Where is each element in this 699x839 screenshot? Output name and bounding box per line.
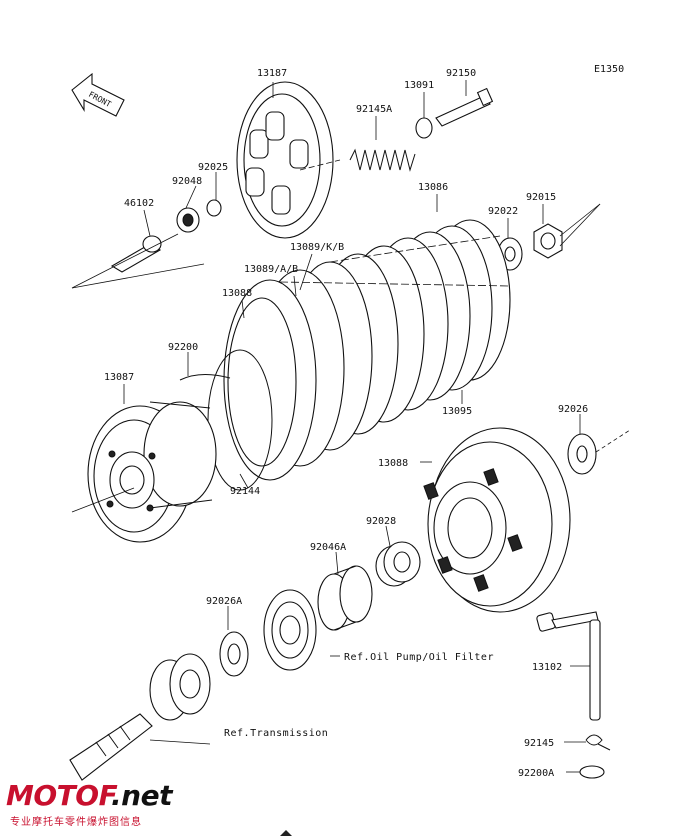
label-92048: 92048 [172,176,202,187]
thrust-washer [219,631,249,677]
lever-spring [585,734,611,751]
front-arrow-icon: FRONT [71,72,125,117]
clutch-plate-pack [223,219,511,481]
clutch-nut [533,223,563,259]
label-13089kb: 13089/K/B [290,242,344,253]
label-13088-mid: 13088 [378,458,408,469]
clutch-housing [423,427,571,613]
label-13091: 13091 [404,80,434,91]
label-92145: 92145 [524,738,554,749]
label-92144: 92144 [230,486,260,497]
label-92150: 92150 [446,68,476,79]
label-13102: 13102 [532,662,562,673]
wire-ring [179,349,273,491]
label-92022: 92022 [488,206,518,217]
pushrod-piece [110,235,162,273]
label-13089ab: 13089/A/B [244,264,298,275]
scroll-up-marker-icon [280,830,292,836]
label-92145a: 92145A [356,104,392,115]
watermark-brand-suffix: .net [111,779,172,812]
pressure-plate [236,81,334,239]
release-lever [536,611,601,721]
site-watermark-logo: MOTOF.net 专业摩托车零件爆炸图信息 [6,779,206,829]
label-92026: 92026 [558,404,588,415]
label-13095: 13095 [442,406,472,417]
label-92028: 92028 [366,516,396,527]
housing-washer [567,433,597,475]
clutch-hub [87,401,217,543]
lever-washer [579,765,605,779]
needle-bearing [317,565,373,631]
label-92025: 92025 [198,162,228,173]
diagram-code: E1350 [594,64,624,75]
spring-washer [415,117,433,139]
label-92026a: 92026A [206,596,242,607]
label-13088-top: 13088 [222,288,252,299]
label-92046a: 92046A [310,542,346,553]
shaft-bearing [149,653,211,721]
label-13087: 13087 [104,372,134,383]
clutch-spring [349,148,416,172]
label-13187: 13187 [257,68,287,79]
watermark-tagline: 专业摩托车零件爆炸图信息 [10,817,142,828]
label-46102: 46102 [124,198,154,209]
label-92200: 92200 [168,342,198,353]
label-92200a: 92200A [518,768,554,779]
housing-spacer [375,541,421,587]
label-92015: 92015 [526,192,556,203]
oil-pump-drive-gear [263,589,317,671]
ref-transmission: Ref.Transmission [224,728,328,739]
spring-bolt [435,87,494,127]
transmission-shaft [69,713,153,781]
pushrod-bearing [176,199,222,233]
label-13086: 13086 [418,182,448,193]
ref-oil-pump: Ref.Oil Pump/Oil Filter [344,652,494,663]
watermark-brand: MOTOF [6,779,112,812]
